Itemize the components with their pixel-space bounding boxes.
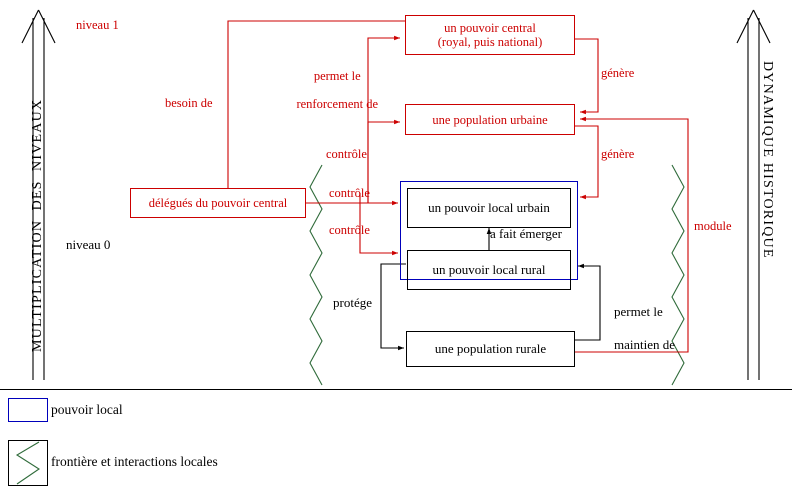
legend-label-pouvoir-local: pouvoir local: [51, 402, 123, 417]
label-genere-bottom: génère: [601, 147, 635, 161]
node-rural-population-label: une population rurale: [434, 340, 547, 356]
label-module: module: [694, 219, 732, 233]
node-local-rural-power[interactable]: un pouvoir local rural: [407, 250, 571, 290]
edge-controle-local-rural: [359, 193, 398, 256]
legend-separator: [0, 389, 792, 390]
legend-swatch-pouvoir-local: [8, 398, 48, 422]
axis-title-multiplication-des-niveaux: MULTIPLICATION DES NIVEAUX: [30, 98, 45, 352]
local-powers-container: [400, 181, 578, 280]
node-local-urban-power[interactable]: un pouvoir local urbain: [407, 188, 571, 228]
edge-controle-urban-population: [367, 119, 400, 203]
label-protege: protége: [333, 295, 372, 310]
node-urban-population-label: une population urbaine: [432, 112, 548, 127]
node-rural-population[interactable]: une population rurale: [406, 331, 575, 367]
label-controle-3: contrôle: [329, 223, 370, 237]
edge-genere-top: [575, 38, 599, 115]
frontier-zigzag-left: [309, 164, 323, 386]
axis-title-dynamique-historique: DYNAMIQUE HISTORIQUE: [760, 61, 775, 259]
edge-besoin-de: [227, 20, 405, 188]
label-permet-le-maintien-de: permet le maintien de: [614, 304, 676, 352]
right-axis-arrow: [736, 9, 771, 380]
label-niveau-0: niveau 0: [66, 237, 111, 252]
node-urban-population[interactable]: une population urbaine: [405, 104, 575, 135]
label-besoin-de: besoin de: [165, 96, 213, 110]
label-a-fait-emerger: a fait émerger: [490, 226, 562, 241]
legend-swatch-frontiere: [8, 440, 48, 486]
edge-permet-le-maintien-de: [575, 263, 601, 341]
legend-label-frontiere: frontière et interactions locales: [51, 454, 218, 469]
legend-zigzag-icon: [15, 441, 40, 485]
label-controle-2: contrôle: [329, 186, 370, 200]
left-axis-arrow: [21, 9, 56, 380]
edge-genere-bottom: [575, 125, 599, 200]
label-controle-1: contrôle: [326, 147, 367, 161]
label-niveau-1: niveau 1: [76, 18, 119, 32]
node-delegates[interactable]: délégués du pouvoir central: [130, 188, 306, 218]
node-local-rural-power-label: un pouvoir local rural: [432, 261, 546, 277]
node-central-power-label: un pouvoir central (royal, puis national…: [437, 21, 543, 49]
label-permet-le-renforcement-de: permet le renforcement de: [296, 69, 379, 111]
edge-protege: [380, 263, 406, 351]
node-local-urban-power-label: un pouvoir local urbain: [428, 199, 550, 215]
node-delegates-label: délégués du pouvoir central: [148, 196, 288, 210]
frontier-zigzag-right: [671, 164, 685, 386]
edge-module: [575, 116, 689, 353]
node-central-power[interactable]: un pouvoir central (royal, puis national…: [405, 15, 575, 55]
label-genere-top: génère: [601, 66, 635, 80]
